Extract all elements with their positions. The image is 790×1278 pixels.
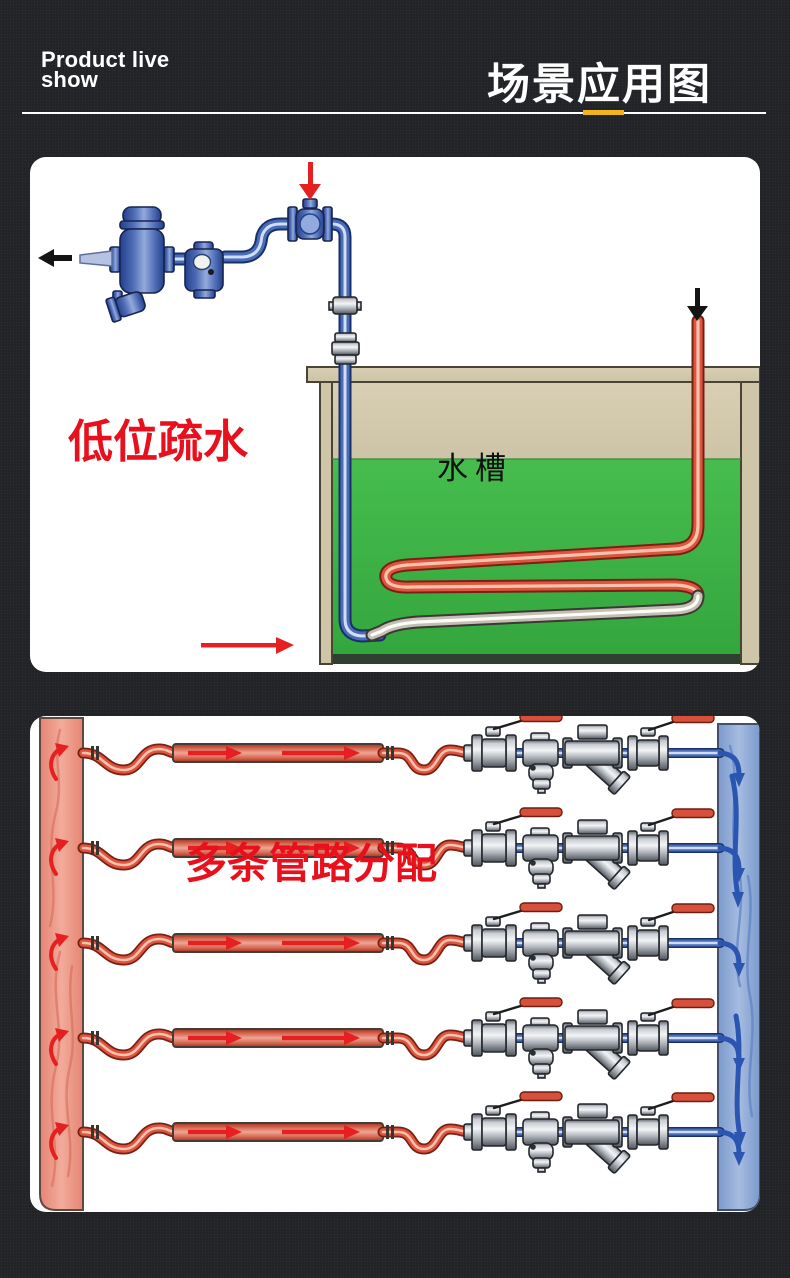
return-flow-arrow-icon: [729, 773, 746, 1148]
pipeline-row: [51, 903, 745, 985]
hot-inlet-down-arrow-icon: [687, 288, 708, 321]
discharge-pipe: [79, 250, 113, 267]
diagram-multi-branch-distribution: 多条管路分配: [30, 716, 760, 1212]
header-divider: [22, 112, 766, 114]
water-tank: [306, 366, 760, 665]
steam-trap: [105, 206, 175, 323]
inlet-valve: [287, 198, 333, 242]
brand-text: Product live show: [41, 47, 170, 92]
condensate-out-left-arrow-icon: [38, 249, 72, 267]
flow-right-arrow-icon: [201, 637, 294, 654]
brand-line1: Product live: [41, 47, 170, 72]
pipeline-row: [51, 716, 745, 795]
tank-label: 水槽: [437, 451, 513, 486]
panel2-caption: 多条管路分配: [185, 840, 437, 887]
pipeline-row: [51, 1092, 745, 1174]
pipe-union-upper: [328, 296, 362, 315]
pipe-union-lower: [331, 332, 360, 365]
header-divider-accent: [583, 110, 624, 115]
strainer-body: [184, 241, 224, 299]
page-title: 场景应用图: [487, 61, 712, 109]
tank-lid: [306, 366, 760, 383]
diagram-low-position-drain: 低位疏水 水槽: [30, 157, 760, 672]
pipeline-row: [51, 998, 745, 1080]
brand-line2: show: [41, 67, 99, 92]
panel1-caption: 低位疏水: [68, 416, 249, 467]
supply-header: [39, 717, 84, 1211]
trap-inlet-pipe: [166, 224, 288, 259]
steam-inlet-down-arrow-icon: [299, 162, 321, 200]
